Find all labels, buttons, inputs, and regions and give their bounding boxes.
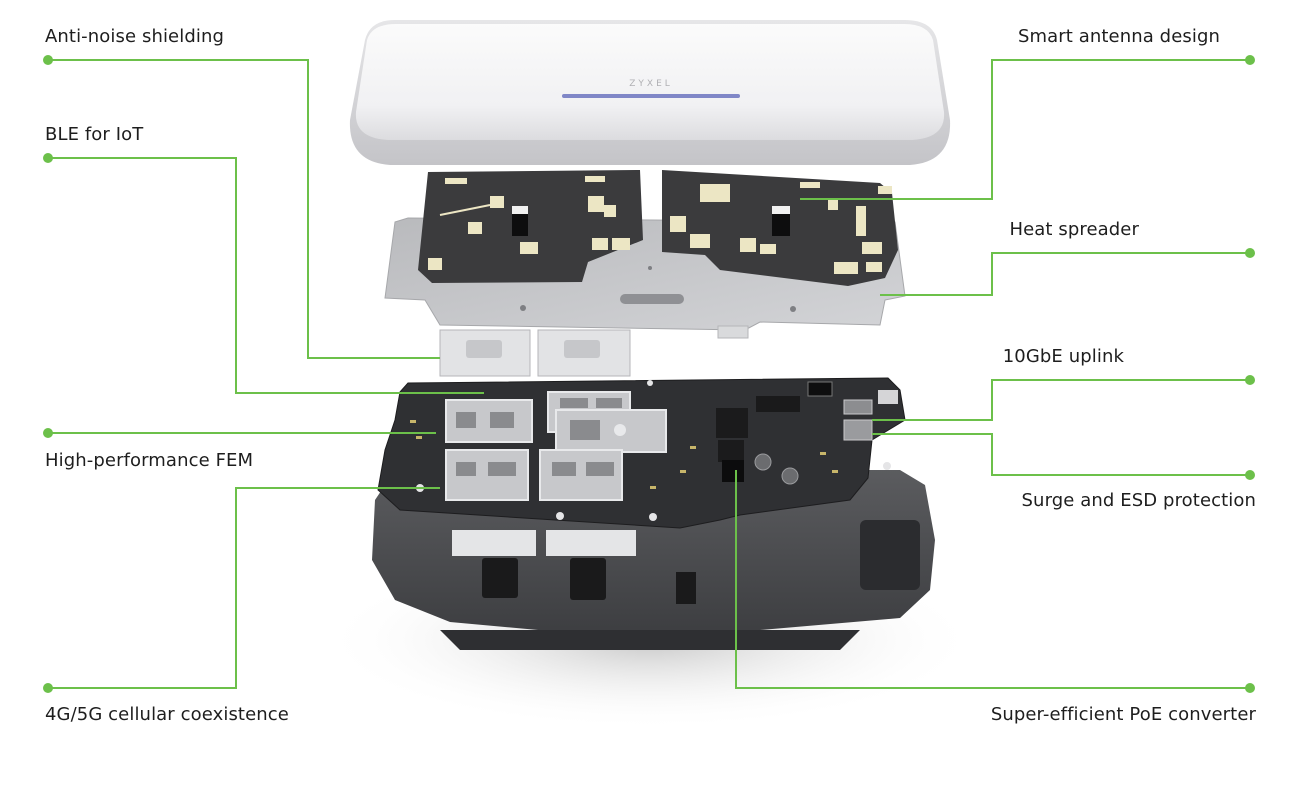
leader-dot	[1245, 470, 1255, 480]
leader-dot	[43, 428, 53, 438]
leader-dot	[1245, 248, 1255, 258]
callout-10gbe-uplink: 10GbE uplink	[1002, 346, 1124, 367]
leader-line-uplink	[872, 379, 1250, 421]
leader-line-poe	[735, 470, 1250, 689]
leader-dot	[1245, 55, 1255, 65]
brand-logo: ZYXEL	[629, 79, 673, 89]
callout-anti-noise-shielding: Anti-noise shielding	[45, 26, 224, 47]
leader-line-heat	[880, 252, 1250, 296]
callout-cellular-coexistence: 4G/5G cellular coexistence	[45, 704, 289, 725]
leader-dots	[43, 55, 1255, 693]
leader-dot	[43, 683, 53, 693]
callout-high-performance-fem: High-performance FEM	[45, 450, 254, 471]
leader-dot	[43, 55, 53, 65]
leader-line-ble	[48, 157, 484, 394]
leader-line-anti-noise	[48, 59, 440, 359]
callout-heat-spreader: Heat spreader	[1009, 219, 1139, 240]
leader-dot	[43, 153, 53, 163]
leader-dot	[1245, 683, 1255, 693]
callout-smart-antenna-design: Smart antenna design	[1017, 26, 1220, 47]
leader-line-cellular	[48, 487, 440, 689]
device-lid: ZYXEL	[349, 20, 951, 165]
leader-line-surge	[872, 433, 1250, 476]
leader-lines	[48, 59, 1250, 689]
callout-poe-converter: Super-efficient PoE converter	[990, 704, 1256, 725]
main-pcb	[377, 377, 906, 529]
leader-dot	[1245, 375, 1255, 385]
callout-ble-for-iot: BLE for IoT	[45, 124, 144, 145]
callout-surge-esd-protection: Surge and ESD protection	[1021, 490, 1256, 511]
leader-line-antenna	[800, 59, 1250, 200]
